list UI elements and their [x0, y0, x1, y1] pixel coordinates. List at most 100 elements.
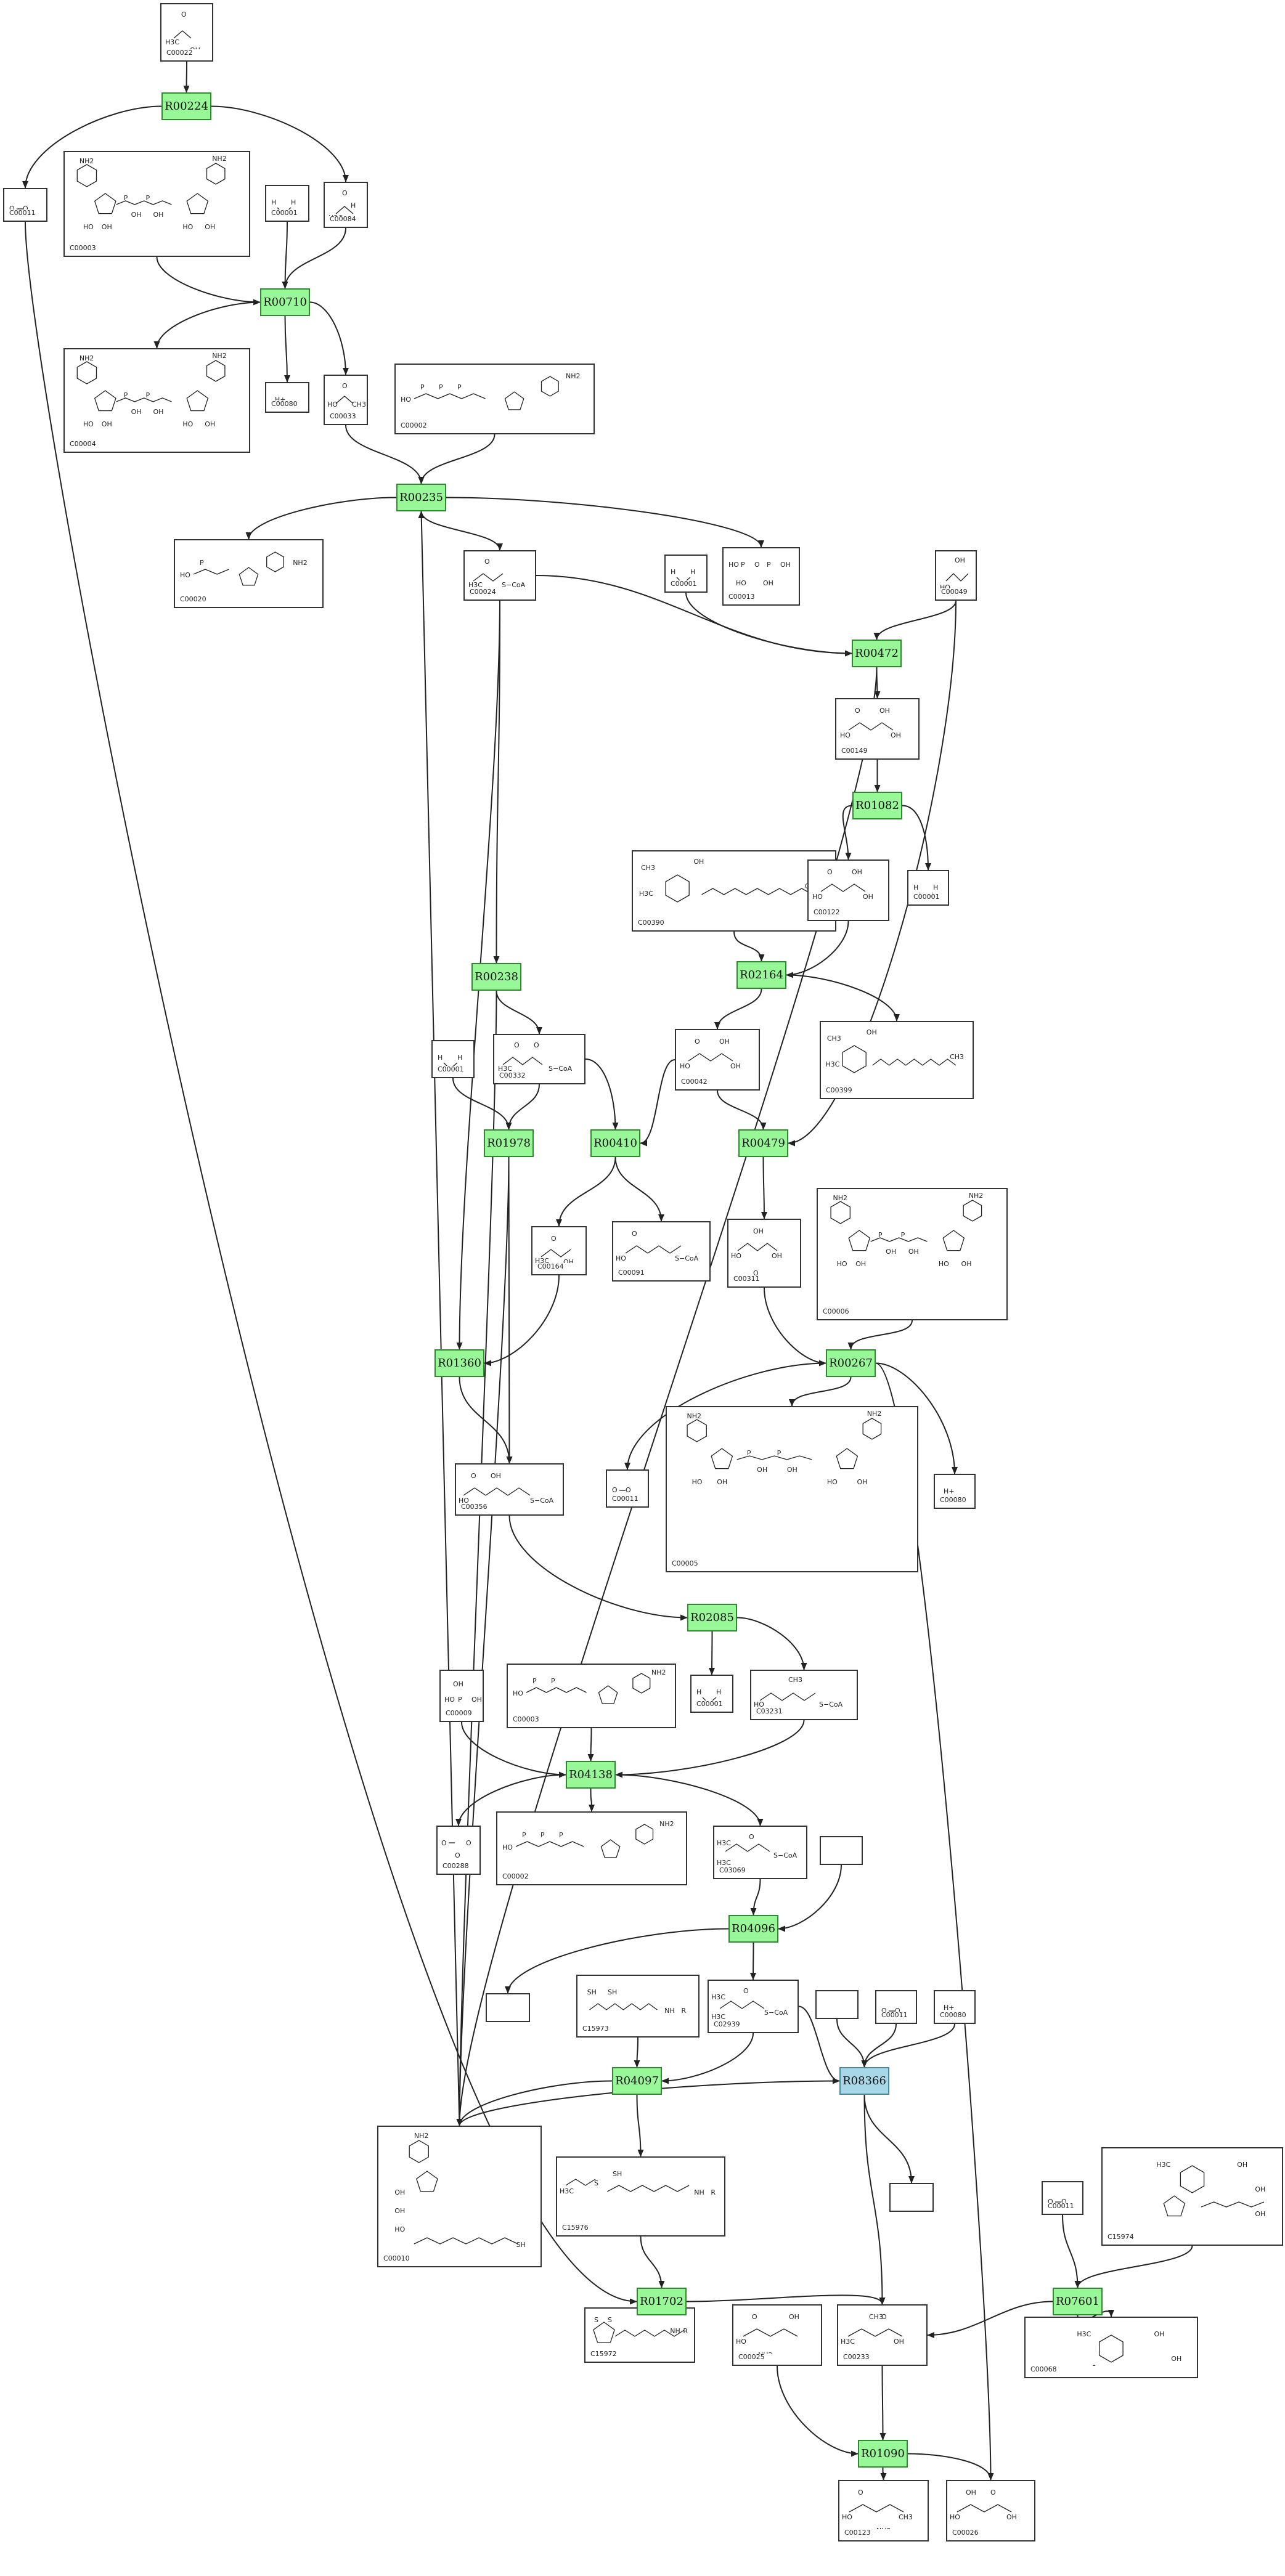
compound-box-c00001_a[interactable]: HOHC00001: [265, 185, 309, 222]
compound-id: C00004: [70, 440, 96, 448]
reaction-node-r01082[interactable]: R01082: [852, 792, 902, 819]
compound-box-c00022_a[interactable]: H3COOHC00022: [160, 3, 213, 62]
reaction-node-r00224[interactable]: R00224: [161, 92, 211, 120]
reaction-node-r00479[interactable]: R00479: [738, 1129, 788, 1157]
compound-box-c00080_c[interactable]: H+C00080: [934, 1990, 976, 2024]
reaction-node-r00235[interactable]: R00235: [396, 484, 446, 511]
compound-id: C00024: [470, 588, 496, 596]
compound-box-blank_d[interactable]: [889, 2183, 934, 2212]
compound-id: C00399: [826, 1086, 852, 1094]
compound-box-c00068[interactable]: H3COHOHOHC00068: [1024, 2317, 1198, 2378]
reaction-node-r01702[interactable]: R01702: [637, 2288, 687, 2315]
compound-box-blank_c[interactable]: [815, 1990, 859, 2019]
reaction-node-r00238[interactable]: R00238: [471, 963, 521, 991]
reaction-node-r00410[interactable]: R00410: [590, 1129, 640, 1157]
compound-box-c00025[interactable]: HOOOHNH2C00025: [732, 2304, 822, 2366]
svg-text:HO: HO: [731, 1252, 741, 1260]
reaction-node-r00267[interactable]: R00267: [826, 1349, 876, 1377]
edge-r04138-c00002_b: [588, 1788, 595, 1812]
reaction-node-r07601[interactable]: R07601: [1053, 2288, 1103, 2315]
svg-text:P: P: [747, 1449, 751, 1457]
compound-box-c00080_b[interactable]: H+C00080: [934, 1474, 976, 1509]
reaction-node-r01978[interactable]: R01978: [484, 1129, 534, 1157]
svg-text:HO: HO: [182, 223, 193, 231]
compound-box-blank_a[interactable]: [820, 1836, 863, 1865]
reaction-node-r04097[interactable]: R04097: [612, 2067, 662, 2095]
svg-text:H: H: [438, 1054, 443, 1062]
reaction-node-r08366[interactable]: R08366: [839, 2067, 889, 2095]
svg-text:OH: OH: [879, 707, 890, 715]
reaction-node-r01090[interactable]: R01090: [858, 2440, 908, 2468]
compound-box-c00080_a[interactable]: H+C00080: [265, 382, 309, 413]
svg-text:R: R: [683, 2327, 688, 2335]
edge-r04138-c00288: [455, 1774, 566, 1826]
compound-box-blank_b[interactable]: [486, 1993, 530, 2022]
reaction-node-r02164[interactable]: R02164: [736, 961, 786, 989]
svg-text:NH2: NH2: [80, 157, 94, 165]
compound-box-c00084[interactable]: H3COHC00084: [324, 182, 368, 228]
svg-text:S−CoA: S−CoA: [773, 1851, 798, 1859]
compound-box-c00001_d[interactable]: HOHC00001: [431, 1040, 475, 1078]
edge-c00025-r01090: [777, 2365, 859, 2457]
compound-box-c00049[interactable]: OHHOOHC00049: [935, 550, 977, 601]
compound-box-c00001_b[interactable]: HOHC00001: [664, 555, 708, 593]
reaction-node-r00472[interactable]: R00472: [852, 640, 902, 667]
svg-text:HO: HO: [812, 893, 823, 901]
edge-r01702-c00233: [686, 2294, 886, 2305]
svg-text:OH: OH: [1237, 2161, 1247, 2169]
compound-id: C00080: [940, 2011, 966, 2019]
compound-box-c00390[interactable]: CH3OHH3CCH3C00390: [632, 850, 836, 932]
compound-box-c00001_c[interactable]: HOHC00001: [907, 870, 949, 906]
reaction-node-r02085[interactable]: R02085: [687, 1604, 737, 1631]
edge-c00080_c-r08366: [861, 2023, 955, 2068]
compound-box-c00123[interactable]: HOONH2CH3C00123: [838, 2480, 929, 2541]
reaction-node-r04096[interactable]: R04096: [728, 1915, 778, 1943]
compound-box-c00009[interactable]: OHHOPOHOHC00009: [439, 1670, 484, 1722]
reaction-node-r00710[interactable]: R00710: [260, 288, 310, 316]
svg-text:H+: H+: [944, 1487, 955, 1495]
svg-text:OH: OH: [772, 1252, 782, 1260]
reaction-node-r04138[interactable]: R04138: [566, 1761, 616, 1789]
compound-box-c00001_e[interactable]: HOHC00001: [690, 1675, 733, 1713]
reaction-node-r01360[interactable]: R01360: [434, 1349, 484, 1377]
